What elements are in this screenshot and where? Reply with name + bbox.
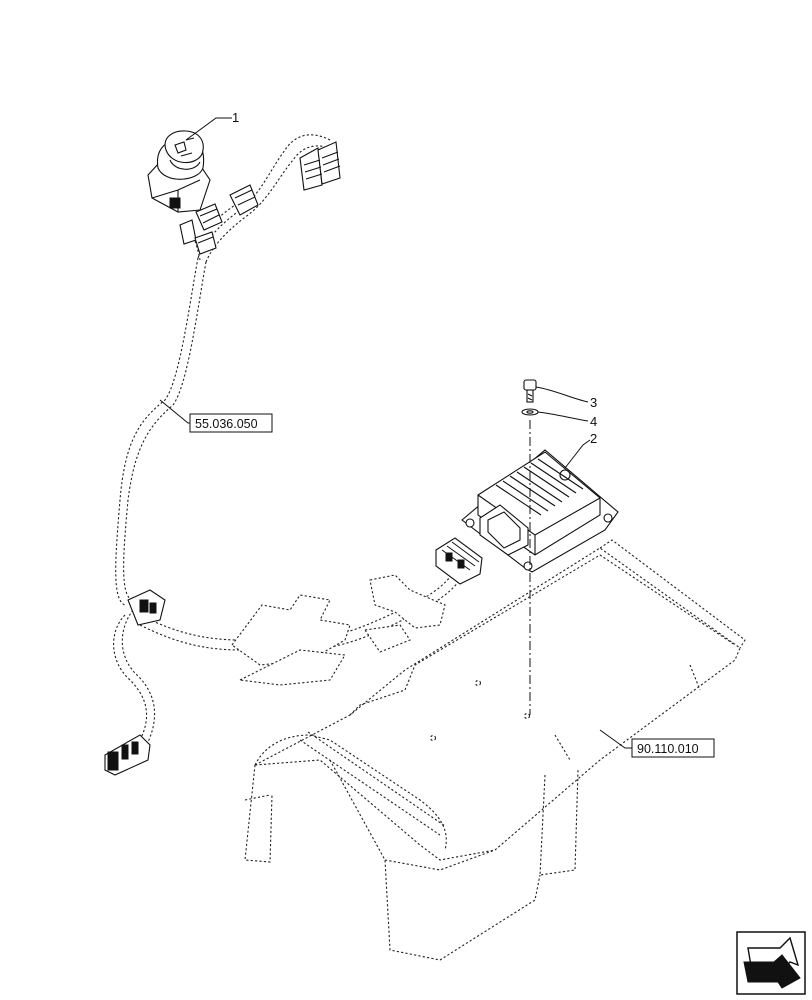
callout-1: 1 (232, 110, 239, 125)
reference-label-harness: 55.036.050 (195, 417, 258, 431)
reference-label-console: 90.110.010 (637, 742, 699, 756)
next-page-arrow-icon[interactable] (736, 931, 806, 995)
ecu-module-part-2 (461, 449, 619, 573)
washer-part-4 (521, 408, 539, 416)
leader-lines (159, 117, 632, 749)
callout-4: 4 (590, 414, 597, 429)
bottom-plug-connector (104, 734, 151, 776)
ecu-mating-connector (435, 537, 483, 585)
ecu-cooling-fins (495, 458, 584, 516)
reference-box-harness[interactable]: 55.036.050 (189, 413, 273, 433)
console-panel (244, 539, 746, 961)
callout-3: 3 (590, 395, 597, 410)
upper-connectors (179, 141, 341, 255)
wiring-harness (113, 134, 469, 743)
screw-part-3 (523, 379, 537, 403)
reference-box-console[interactable]: 90.110.010 (631, 738, 715, 758)
callout-2: 2 (590, 431, 597, 446)
harness-clip (127, 589, 166, 626)
joystick-part-1 (147, 130, 211, 213)
